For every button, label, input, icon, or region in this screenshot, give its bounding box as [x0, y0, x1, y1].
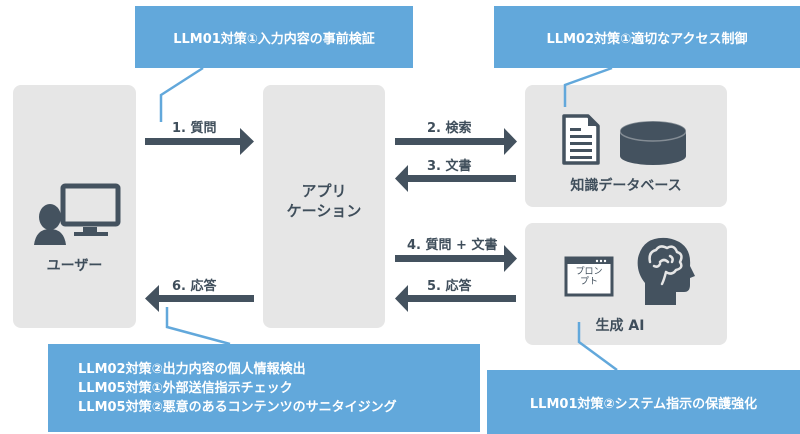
callout-output-check-2: LLM05対策①外部送信指示チェック	[78, 380, 293, 396]
arrow-2-label: 2. 検索	[427, 121, 472, 136]
callout-llm01-system-prompt-text: LLM01対策②システム指示の保護強化	[529, 396, 758, 412]
prompt-window-text: プロン プト	[568, 267, 610, 287]
arrow-5-label: 5. 応答	[427, 279, 472, 294]
arrow-3-label: 3. 文書	[427, 159, 472, 174]
callout-output-checks: LLM02対策②出力内容の個人情報検出 LLM05対策①外部送信指示チェック L…	[48, 344, 480, 432]
arrow-6-label: 6. 応答	[172, 279, 217, 294]
callout-output-check-1: LLM02対策②出力内容の個人情報検出	[78, 361, 306, 377]
connector-llm01-input	[159, 66, 204, 122]
callout-llm01-input-validation: LLM01対策①入力内容の事前検証	[135, 6, 413, 68]
arrow-1-label: 1. 質問	[172, 121, 217, 136]
connector-output-checks	[165, 307, 231, 346]
application-label-line1: アプリ	[301, 182, 347, 200]
application-panel	[263, 85, 385, 328]
application-label-line2: ケーション	[286, 202, 362, 220]
user-label: ユーザー	[46, 258, 103, 274]
gen-ai-label: 生成 AI	[595, 318, 645, 334]
prompt-text-line2: プト	[579, 277, 598, 287]
knowledge-db-label: 知識データベース	[570, 178, 682, 194]
callout-llm02-access-control-text: LLM02対策①適切なアクセス制御	[546, 31, 748, 47]
callout-output-check-3: LLM05対策②悪意のあるコンテンツのサニタイジング	[78, 399, 397, 415]
callout-llm02-access-control: LLM02対策①適切なアクセス制御	[494, 6, 800, 68]
callout-llm01-input-validation-text: LLM01対策①入力内容の事前検証	[173, 31, 375, 47]
application-label: アプリ ケーション	[263, 181, 385, 221]
callout-llm01-system-prompt: LLM01対策②システム指示の保護強化	[487, 370, 800, 434]
user-panel	[13, 85, 136, 328]
prompt-text-line1: プロン	[575, 267, 603, 277]
arrow-4-label: 4. 質問 + 文書	[407, 238, 498, 253]
